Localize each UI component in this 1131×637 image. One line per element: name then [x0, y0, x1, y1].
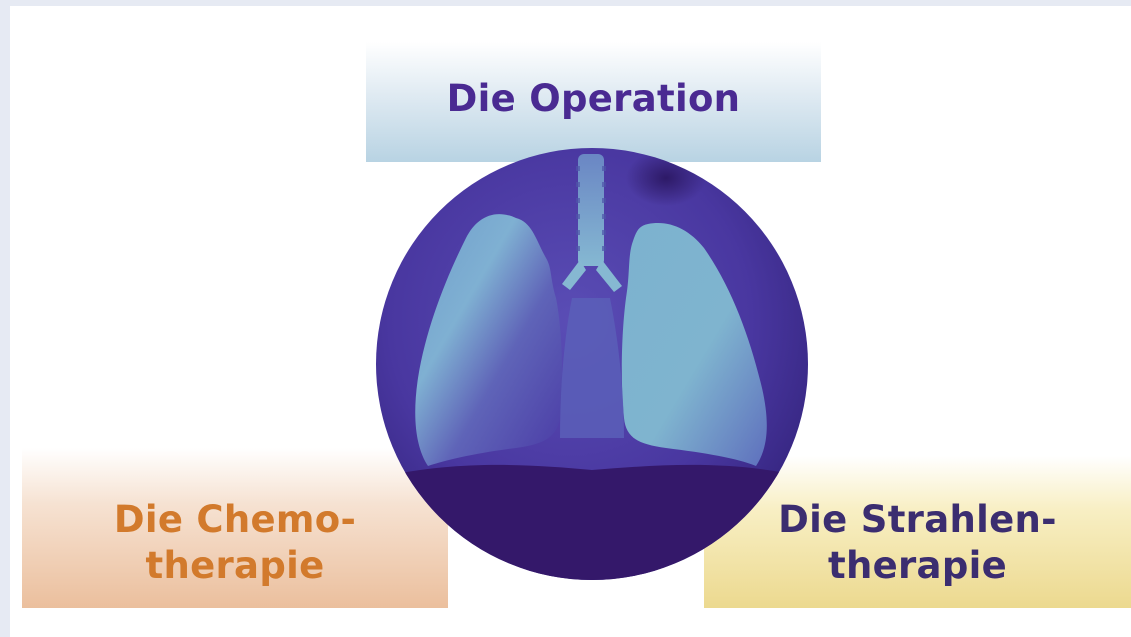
operation-label: Die Operation — [447, 76, 741, 122]
radiotherapy-label-line1: Die Strahlen- — [778, 497, 1057, 543]
chemotherapy-label-line1: Die Chemo- — [114, 497, 356, 543]
lungs-icon — [376, 148, 808, 580]
radiotherapy-label: Die Strahlen- therapie — [778, 497, 1057, 589]
treatment-diagram: Die Operation Die Chemo- therapie Die St… — [10, 6, 1131, 637]
chemotherapy-label: Die Chemo- therapie — [114, 497, 356, 589]
lungs-circle — [376, 148, 808, 580]
radiotherapy-label-line2: therapie — [778, 543, 1057, 589]
chemotherapy-label-line2: therapie — [114, 543, 356, 589]
operation-panel: Die Operation — [366, 42, 821, 162]
